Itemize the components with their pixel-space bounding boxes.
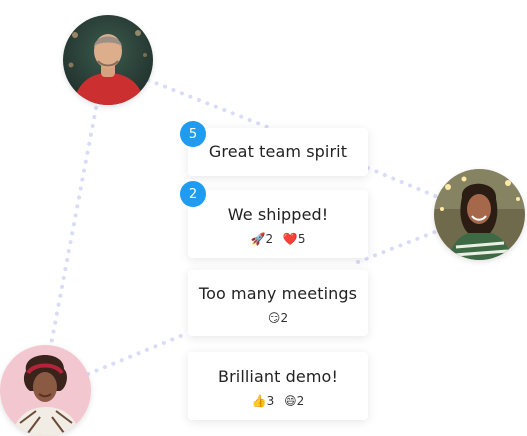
grin-reaction[interactable]: 😄2 [284,394,305,408]
card-text: Great team spirit [208,142,348,161]
reactions-row: 😏2 [188,311,368,325]
man-avatar[interactable] [63,15,153,105]
reactions-row: 🚀2 ❤️5 [188,232,368,246]
woman-avatar-2[interactable] [0,345,91,436]
feedback-card[interactable]: Brilliant demo! 👍3 😄2 [188,352,368,420]
card-text: We shipped! [227,205,329,224]
rocket-reaction[interactable]: 🚀2 [250,232,274,246]
reactions-row: 👍3 😄2 [188,394,368,408]
count-badge: 5 [180,121,206,147]
feedback-card[interactable]: Too many meetings 😏2 [188,270,368,336]
card-text: Brilliant demo! [218,367,338,386]
card-text: Too many meetings [198,284,358,303]
thumbs-up-reaction[interactable]: 👍3 [251,394,275,408]
feedback-card[interactable]: Great team spirit [188,128,368,176]
count-badge: 2 [180,181,206,207]
feedback-card[interactable]: We shipped! 🚀2 ❤️5 [188,190,368,258]
heart-reaction[interactable]: ❤️5 [282,232,306,246]
woman-avatar-1[interactable] [434,169,525,260]
smirk-reaction[interactable]: 😏2 [267,311,289,325]
